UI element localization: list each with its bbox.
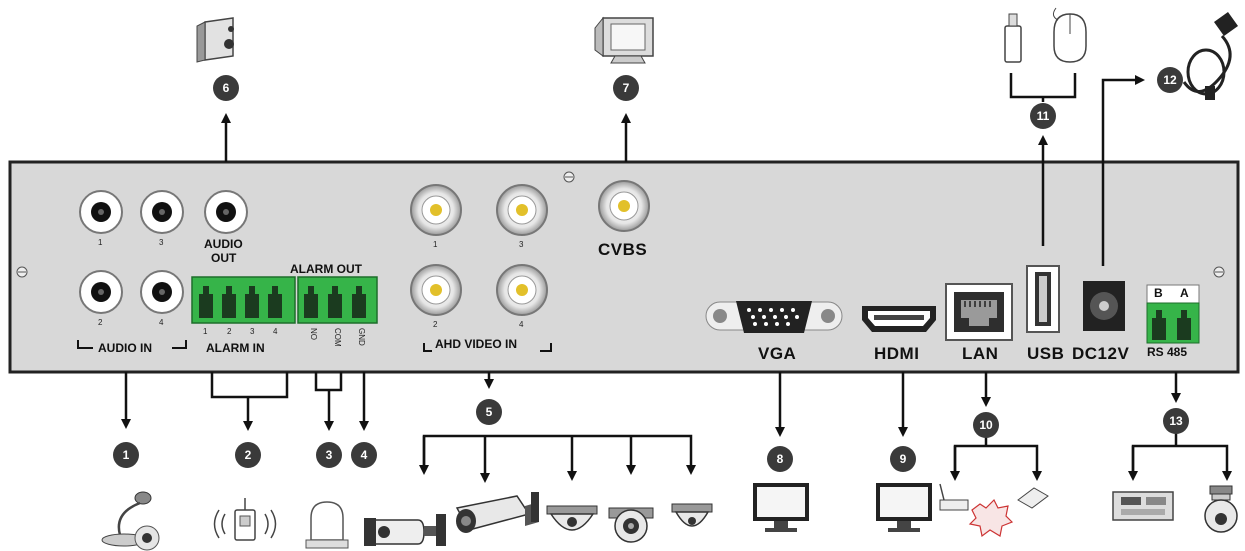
alarm-in-terminal xyxy=(191,276,296,324)
video-in-num-1: 1 xyxy=(433,240,438,249)
callout-badge-2: 2 xyxy=(235,442,261,468)
speaker-icon xyxy=(196,17,234,63)
callout-badge-12: 12 xyxy=(1157,67,1183,93)
usb-stick-icon xyxy=(1004,13,1022,63)
rs485-terminal xyxy=(1146,284,1200,344)
bnc-video-in-2 xyxy=(410,264,462,316)
video-in-num-3: 3 xyxy=(519,240,524,249)
bullet-camera-icon xyxy=(364,514,446,546)
callout-badge-3: 3 xyxy=(316,442,342,468)
usb-port xyxy=(1026,265,1060,333)
callout-badge-11: 11 xyxy=(1030,103,1056,129)
video-in-num-2: 2 xyxy=(433,320,438,329)
microphone-icon xyxy=(101,491,160,551)
audio-in-jack-3 xyxy=(140,190,184,234)
turret-camera-icon xyxy=(608,507,654,543)
rs485-pin-a: A xyxy=(1180,286,1189,300)
alarm-in-pin-3: 3 xyxy=(250,327,255,336)
dome-camera-icon xyxy=(546,505,598,531)
callout-badge-10: 10 xyxy=(973,412,999,438)
lan-port xyxy=(945,283,1013,341)
crt-monitor-icon xyxy=(594,16,654,64)
callout-badge-1: 1 xyxy=(113,442,139,468)
siren-icon xyxy=(305,501,349,549)
callout-badge-5: 5 xyxy=(476,399,502,425)
alarm-out-label: ALARM OUT xyxy=(290,262,362,276)
alarm-out-terminal xyxy=(297,276,378,324)
audio-in-jack-4 xyxy=(140,270,184,314)
audio-in-bracket xyxy=(77,340,187,349)
alarm-sensor-icon xyxy=(213,498,277,541)
audio-in-jack-1 xyxy=(79,190,123,234)
callout-badge-13: 13 xyxy=(1163,408,1189,434)
callout-badge-7: 7 xyxy=(613,75,639,101)
panel-screw-left xyxy=(16,266,28,278)
usb-label: USB xyxy=(1027,344,1065,363)
callout-badge-4: 4 xyxy=(351,442,377,468)
computer-icon xyxy=(1017,487,1049,509)
audio-in-num-1: 1 xyxy=(98,238,103,247)
hdmi-label: HDMI xyxy=(874,344,920,363)
bullet-camera-large-icon xyxy=(455,492,539,533)
dc12v-jack xyxy=(1083,281,1125,331)
ahd-video-in-bracket xyxy=(423,343,552,352)
power-adapter-icon xyxy=(1182,12,1238,100)
rs485-label: RS 485 xyxy=(1147,345,1188,359)
audio-in-label: AUDIO IN xyxy=(98,341,152,355)
vga-port xyxy=(705,301,843,333)
alarm-in-pin-1: 1 xyxy=(203,327,208,336)
alarm-out-pin-no: NO xyxy=(309,328,318,340)
lcd-monitor-icon xyxy=(753,483,809,532)
alarm-in-pin-4: 4 xyxy=(273,327,278,336)
audio-out-label-line2: OUT xyxy=(211,251,237,265)
keyboard-controller-icon xyxy=(1112,491,1174,521)
audio-in-num-2: 2 xyxy=(98,318,103,327)
alarm-in-pin-2: 2 xyxy=(227,327,232,336)
bnc-video-in-1 xyxy=(410,184,462,236)
internet-icon xyxy=(968,498,1014,538)
callout-badge-6: 6 xyxy=(213,75,239,101)
audio-in-jack-2 xyxy=(79,270,123,314)
audio-in-num-3: 3 xyxy=(159,238,164,247)
alarm-out-pin-com: COM xyxy=(333,328,342,347)
callout-badge-9: 9 xyxy=(890,446,916,472)
audio-out-label-line1: AUDIO xyxy=(204,237,243,251)
vga-label: VGA xyxy=(758,344,797,363)
ahd-video-in-label: AHD VIDEO IN xyxy=(435,337,518,351)
bnc-video-in-3 xyxy=(496,184,548,236)
bnc-cvbs-out xyxy=(598,180,650,232)
panel-screw-top xyxy=(563,171,575,183)
vandal-dome-icon xyxy=(671,503,713,527)
audio-out-jack xyxy=(204,190,248,234)
audio-in-num-4: 4 xyxy=(159,318,164,327)
panel-screw-right xyxy=(1213,266,1225,278)
router-icon xyxy=(939,483,969,511)
alarm-out-pin-gnd: GND xyxy=(357,328,366,346)
ptz-camera-icon xyxy=(1204,485,1238,533)
cvbs-label: CVBS xyxy=(598,240,648,259)
hdmi-port xyxy=(862,306,936,332)
dc12v-label: DC12V xyxy=(1072,344,1130,363)
video-in-num-4: 4 xyxy=(519,320,524,329)
alarm-in-label: ALARM IN xyxy=(206,341,265,355)
callout-badge-8: 8 xyxy=(767,446,793,472)
lan-label: LAN xyxy=(962,344,999,363)
lcd-monitor-icon-hdmi xyxy=(876,483,932,532)
rs485-pin-b: B xyxy=(1154,286,1163,300)
mouse-icon xyxy=(1052,7,1087,63)
bnc-video-in-4 xyxy=(496,264,548,316)
